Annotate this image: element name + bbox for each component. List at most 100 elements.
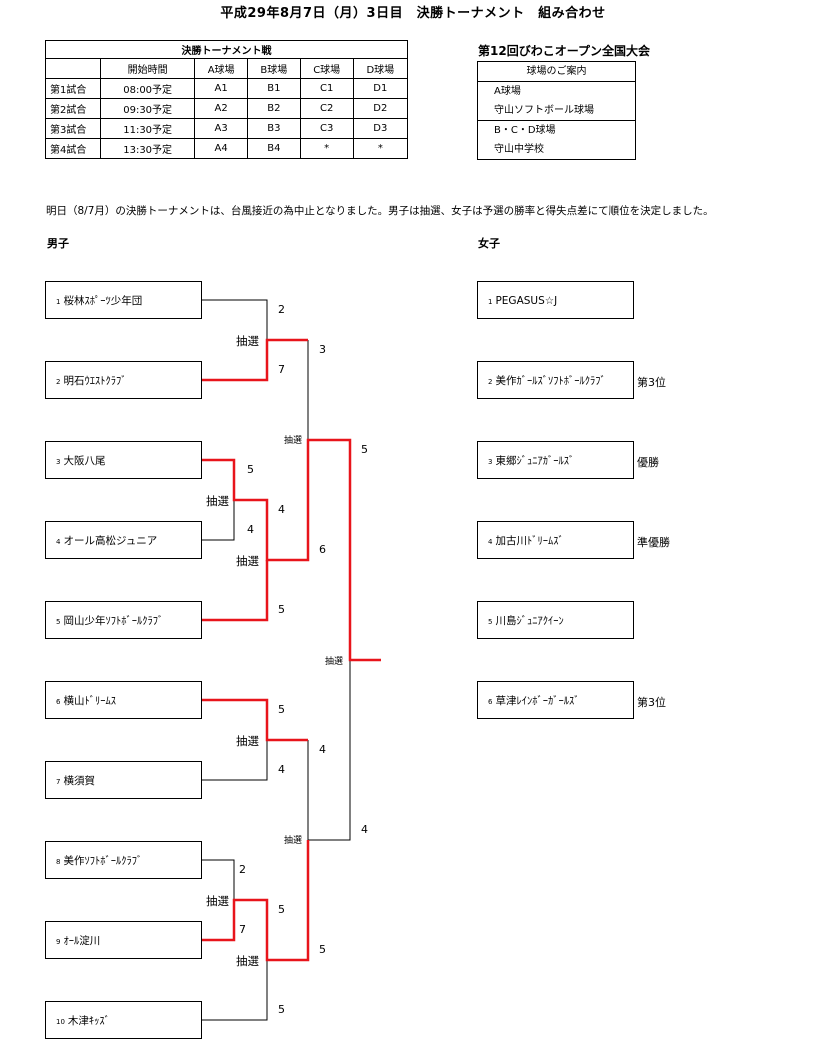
venue-box: 球場のご案内 A球場 守山ソフトボール球場 B・C・D球場 守山中学校 (477, 61, 636, 160)
team-seed: 3 (488, 458, 493, 466)
girls-rank: 第3位 (637, 696, 666, 709)
venue-line: 守山中学校 (494, 144, 544, 155)
venue-header: 球場のご案内 (478, 62, 635, 82)
schedule-row: 第4試合 13:30予定 A4 B4 * * (45, 138, 409, 159)
team-name: 東郷ｼﾞｭﾆｱｶﾞｰﾙｽﾞ (495, 455, 575, 467)
team-name: 大阪八尾 (63, 455, 106, 467)
score: 4 (361, 823, 368, 836)
tournament-title: 第12回びわこオープン全国大会 (478, 44, 650, 58)
lottery-label: 抽選 (236, 554, 259, 568)
lottery-label: 抽選 (284, 836, 303, 846)
lottery-label: 抽選 (236, 334, 259, 348)
match-time: 13:30予定 (99, 138, 196, 159)
score: 7 (239, 923, 246, 936)
lottery-label: 抽選 (236, 954, 259, 968)
team-name: 木津ｷｯｽﾞ (67, 1015, 110, 1027)
score: 5 (247, 463, 254, 476)
bracket-line (202, 299, 268, 340)
team-name: 草津ﾚｲﾝﾎﾞｰｶﾞｰﾙｽﾞ (495, 695, 580, 707)
team-name: ｵｰﾙ淀川 (63, 935, 101, 947)
notice-text: 明日（8/7月）の決勝トーナメントは、台風接近の為中止となりました。男子は抽選、… (46, 205, 714, 217)
lottery-label: 抽選 (206, 894, 229, 908)
girls-rank: 第3位 (637, 376, 666, 389)
team-seed: 1 (488, 298, 493, 306)
team-seed: 4 (488, 538, 493, 546)
winner-line (202, 438, 381, 662)
schedule-row: 第2試合 09:30予定 A2 B2 C2 D2 (45, 98, 409, 119)
winner-line (202, 840, 310, 962)
venue-line: B・C・D球場 (494, 125, 556, 136)
bracket-line (202, 859, 235, 900)
girls-rank: 準優勝 (637, 536, 670, 549)
team-seed: 5 (56, 618, 61, 626)
bracket-line (202, 500, 235, 541)
team-name: 岡山少年ｿﾌﾄﾎﾞｰﾙｸﾗﾌﾞ (63, 615, 164, 627)
team-seed: 10 (56, 1018, 65, 1026)
team-seed: 4 (56, 538, 61, 546)
team-name: 美作ｶﾞｰﾙｽﾞｿﾌﾄﾎﾞｰﾙｸﾗﾌﾞ (495, 375, 606, 387)
team-seed: 3 (56, 458, 61, 466)
team-name: PEGASUS☆J (495, 295, 558, 307)
team-seed: 1 (56, 298, 61, 306)
team-seed: 2 (56, 378, 61, 386)
venue-line: 守山ソフトボール球場 (478, 101, 635, 121)
schedule-header-row: 開始時間 A球場 B球場 C球場 D球場 (45, 58, 409, 79)
team-seed: 7 (56, 778, 61, 786)
winner-line (202, 560, 269, 622)
score: 2 (278, 303, 285, 316)
bracket-line (202, 960, 268, 1021)
field-cell: * (299, 138, 354, 159)
team-name: 明石ｳｴｽﾄｸﾗﾌﾞ (63, 375, 127, 387)
team-name: オール高松ジュニア (63, 535, 158, 547)
team-seed: 2 (488, 378, 493, 386)
bracket-black-lines (202, 299, 351, 1021)
team-name: 美作ｿﾌﾄﾎﾞｰﾙｸﾗﾌﾞ (63, 855, 143, 867)
score: 4 (278, 763, 285, 776)
team-seed: 9 (56, 938, 61, 946)
score: 4 (247, 523, 254, 536)
winner-line (202, 338, 308, 382)
team-name: 加古川ﾄﾞﾘｰﾑｽﾞ (495, 535, 564, 547)
score: 5 (319, 943, 326, 956)
lottery-label: 抽選 (325, 657, 344, 667)
girls-rank: 優勝 (637, 456, 659, 469)
score: 7 (278, 363, 285, 376)
team-name: 横山ﾄﾞﾘｰﾑｽ (63, 695, 116, 707)
winner-line (202, 698, 308, 742)
score: 4 (319, 743, 326, 756)
bracket-line (202, 740, 268, 781)
score: 5 (278, 603, 285, 616)
lottery-label: 抽選 (284, 436, 303, 446)
girls-heading: 女子 (478, 237, 500, 250)
bracket-winner-lines (202, 338, 381, 962)
team-seed: 8 (56, 858, 61, 866)
team-name: 横須賀 (63, 775, 95, 787)
score: 4 (278, 503, 285, 516)
team-seed: 5 (488, 618, 493, 626)
team-seed: 6 (56, 698, 61, 706)
score: 5 (278, 1003, 285, 1016)
score: 3 (319, 343, 326, 356)
score: 5 (278, 903, 285, 916)
team-seed: 6 (488, 698, 493, 706)
score: 5 (278, 703, 285, 716)
score: 6 (319, 543, 326, 556)
team-name: 川島ｼﾞｭﾆｱｸｲｰﾝ (495, 615, 564, 627)
score: 5 (361, 443, 368, 456)
field-cell: * (352, 138, 409, 159)
page-title: 平成29年8月7日（月）3日目 決勝トーナメント 組み合わせ (220, 6, 606, 21)
